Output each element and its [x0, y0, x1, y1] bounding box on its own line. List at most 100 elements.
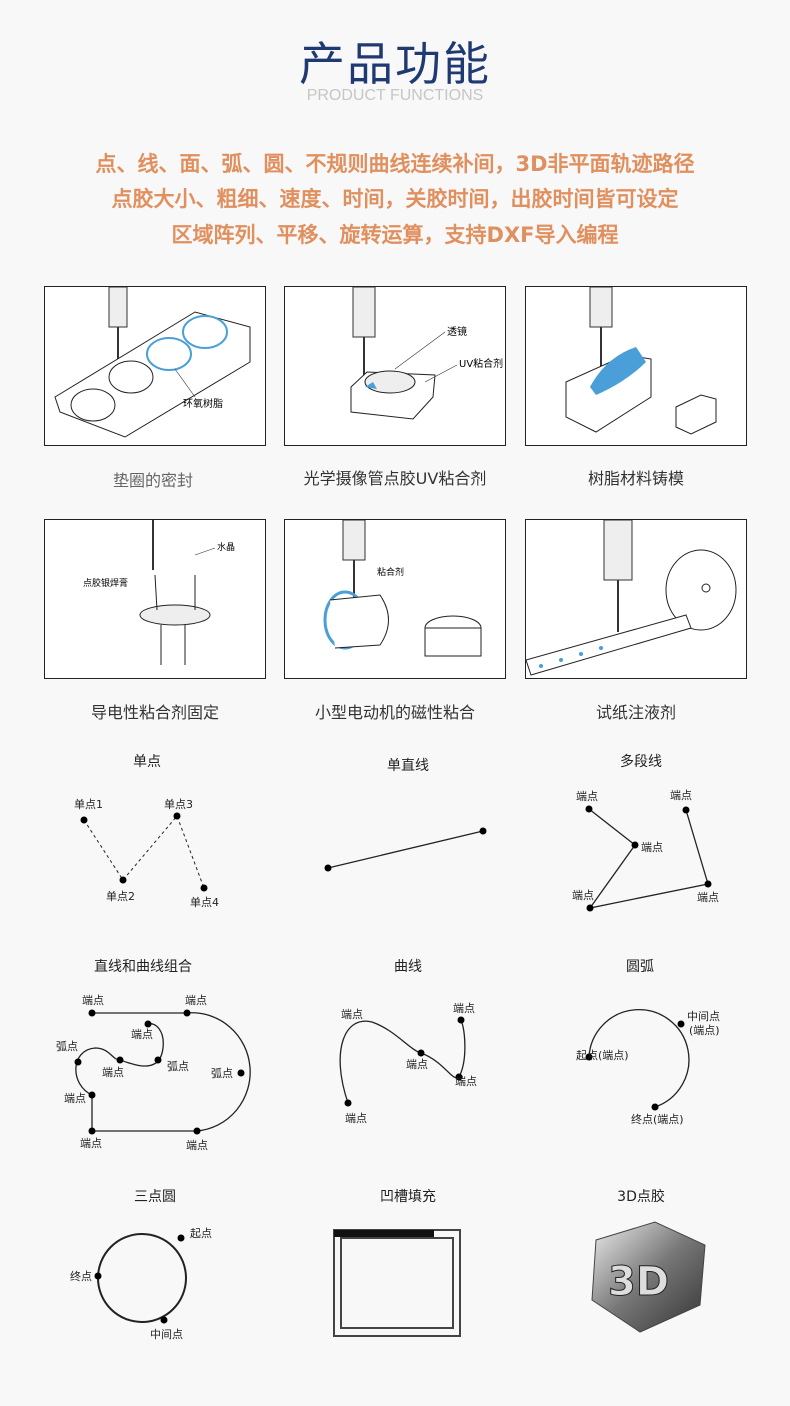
point-label: 端点 [406, 1058, 428, 1071]
path-point-marker [651, 1103, 659, 1111]
path-point-marker [88, 1091, 96, 1099]
path-point-marker [344, 1099, 352, 1107]
point-label: 端点 [453, 1002, 475, 1015]
path-point-marker [119, 876, 127, 884]
point-label: 端点 [186, 1139, 208, 1152]
caption: 垫圈的密封 [112, 471, 193, 490]
path-point-marker [193, 1127, 201, 1135]
label-adhesive: 粘合剂 [377, 566, 404, 578]
point-label: 起点(端点) [576, 1049, 629, 1062]
point-label: 端点 [576, 790, 598, 803]
svg-text:3D: 3D [608, 1259, 669, 1305]
label-crystal: 水晶 [217, 541, 235, 553]
crystal-illustration: 水晶 点胶银焊膏 [83, 520, 235, 665]
point-label: 端点 [185, 994, 207, 1007]
pattern-title: 直线和曲线组合 [94, 958, 192, 975]
point-label: 端点 [64, 1092, 86, 1105]
point-label: 端点 [670, 789, 692, 802]
path-point-marker [173, 812, 181, 820]
path-point-marker [237, 1069, 245, 1077]
point-label: 单点1 [74, 798, 103, 811]
path-point-marker [457, 1016, 465, 1024]
motor-illustration: 粘合剂 [323, 520, 482, 657]
point-label: 端点 [455, 1075, 477, 1088]
resin-casting-image [525, 286, 747, 446]
pattern-single-point: 单点 单点1 单点3 单点2 单点4 [74, 754, 219, 909]
path-point-marker [97, 1233, 187, 1323]
label-uv-adhesive: UV粘合剂 [459, 357, 503, 370]
path-point-marker [585, 805, 593, 813]
point-label: (端点) [689, 1024, 720, 1037]
point-label: 端点 [697, 891, 719, 904]
path-point-marker [116, 1056, 124, 1064]
path-point-marker [154, 1056, 162, 1064]
point-label: 弧点 [167, 1059, 189, 1073]
path-point-marker [682, 806, 690, 814]
path-point-marker [160, 1316, 168, 1324]
pattern-title: 凹槽填充 [380, 1189, 436, 1205]
mold-illustration [565, 287, 717, 435]
path-point-marker [183, 1009, 191, 1017]
pattern-line-curve-combo: 直线和曲线组合 端点 端点 端点 弧点 弧点 端点 弧点 端点 端点 端点 [56, 958, 251, 1152]
point-label: 端点 [641, 841, 663, 854]
gasket-illustration: 环氧树脂 [54, 287, 251, 438]
path-point-marker [479, 827, 487, 835]
label-epoxy: 环氧树脂 [183, 397, 223, 410]
path-point-marker [585, 1053, 593, 1061]
point-label: 中间点 [150, 1328, 183, 1341]
gasket-sealing-image: 环氧树脂 [44, 286, 266, 446]
label-lens: 透镜 [447, 325, 467, 338]
path-point-marker [586, 904, 594, 912]
path-point-marker [144, 1020, 152, 1028]
description-line: 区域阵列、平移、旋转运算，支持DXF导入编程 [171, 223, 619, 247]
path-point-marker [324, 864, 332, 872]
point-label: 端点 [345, 1112, 367, 1125]
caption: 光学摄像管点胶UV粘合剂 [303, 469, 487, 488]
page-title: 产品功能 [299, 37, 491, 91]
path-point-marker [177, 1234, 185, 1242]
pattern-title: 圆弧 [626, 959, 654, 975]
description-line: 点胶大小、粗细、速度、时间，关胶时间，出胶时间皆可设定 [111, 187, 679, 211]
pattern-title: 单点 [133, 754, 161, 770]
point-label: 端点 [131, 1028, 153, 1041]
point-label: 端点 [102, 1066, 124, 1079]
pattern-three-point-circle: 三点圆 起点 终点 中间点 [70, 1189, 212, 1341]
pattern-arc: 圆弧 中间点 (端点) 起点(端点) 终点(端点) [576, 959, 720, 1126]
caption: 试纸注液剂 [595, 703, 676, 722]
description-line: 点、线、面、弧、圆、不规则曲线连续补间，3D非平面轨迹路径 [95, 152, 695, 176]
page-subtitle: PRODUCT FUNCTIONS [306, 87, 484, 104]
pattern-polyline: 多段线 端点 端点 端点 端点 端点 [572, 753, 719, 912]
path-point-marker [631, 841, 639, 849]
caption: 导电性粘合剂固定 [90, 703, 219, 722]
caption: 树脂材料铸模 [587, 469, 684, 488]
test-strip-illustration [526, 520, 737, 676]
point-label: 弧点 [211, 1066, 233, 1080]
path-point-marker [88, 1009, 96, 1017]
pattern-curve: 曲线 端点 端点 端点 端点 端点 [339, 959, 477, 1125]
pattern-title: 单直线 [387, 757, 429, 774]
label-silver-paste: 点胶银焊膏 [83, 577, 128, 589]
path-point-marker [677, 1020, 685, 1028]
path-point-marker [88, 1127, 96, 1135]
point-label: 中间点 [687, 1010, 720, 1023]
point-label: 单点3 [164, 798, 193, 811]
point-label: 单点2 [106, 890, 135, 903]
point-label: 端点 [80, 1137, 102, 1150]
pattern-title: 曲线 [394, 959, 422, 975]
path-point-marker [455, 1073, 463, 1081]
pattern-3d-dispensing: 3D点胶 3D [591, 1188, 706, 1333]
point-label: 终点 [70, 1269, 92, 1283]
camera-uv-adhesive-image: 透镜 UV粘合剂 [284, 286, 506, 446]
lens-illustration: 透镜 UV粘合剂 [350, 287, 503, 420]
path-point-marker [704, 880, 712, 888]
pattern-groove-fill: 凹槽填充 [333, 1189, 461, 1337]
path-point-marker [80, 816, 88, 824]
point-label: 起点 [190, 1227, 212, 1240]
test-strip-image [525, 519, 747, 679]
3d-logo-icon [591, 1221, 706, 1333]
point-label: 端点 [82, 994, 104, 1007]
point-label: 端点 [341, 1008, 363, 1021]
conductive-adhesive-image: 水晶 点胶银焊膏 [44, 519, 266, 679]
point-label: 端点 [572, 889, 594, 902]
point-label: 单点4 [190, 896, 219, 909]
